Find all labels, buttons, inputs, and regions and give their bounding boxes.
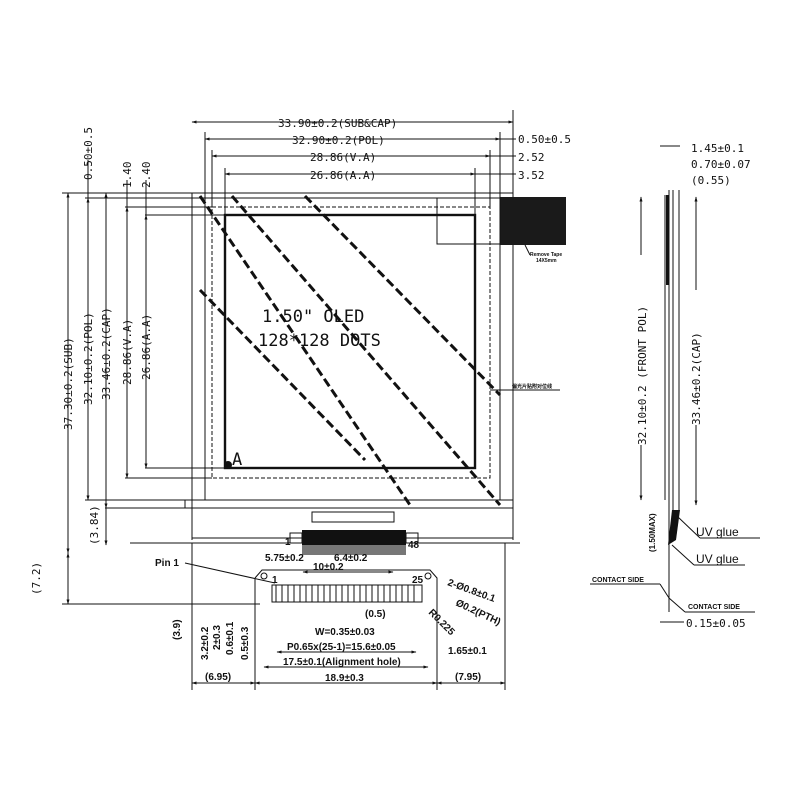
dim-top-right-va: 2.52 bbox=[518, 151, 545, 164]
dim-sub-cap-width: 33.90±0.2(SUB&CAP) bbox=[278, 117, 397, 130]
remove-tape bbox=[500, 197, 566, 245]
display-title: 1.50" OLED bbox=[262, 307, 364, 327]
side-view: 1.45±0.1 0.70±0.07 (0.55) 32.10±0.2 (FRO… bbox=[590, 142, 760, 630]
dim-left-offset: (6.95) bbox=[205, 672, 231, 683]
dim-alignment: 17.5±0.1(Alignment hole) bbox=[283, 657, 401, 668]
dim-radius: R0.225 bbox=[426, 607, 457, 638]
dim-aa-width: 26.86(A.A) bbox=[310, 169, 376, 182]
side-dim-fpc-thickness: 0.15±0.05 bbox=[686, 617, 746, 630]
dim-pol-width: 32.90±0.2(POL) bbox=[292, 134, 385, 147]
display-resolution: 128*128 DOTS bbox=[258, 331, 381, 351]
dim-pol-height: 32.10±0.2(POL) bbox=[82, 312, 95, 405]
dim-575: 5.75±0.2 bbox=[265, 553, 304, 564]
dim-cap-height: 33.46±0.2(CAP) bbox=[100, 307, 113, 400]
contact-side-label-2: CONTACT SIDE bbox=[688, 604, 740, 611]
dim-holes: 2-Ø0.8±0.1 bbox=[446, 577, 497, 605]
corner-a-label: A bbox=[232, 450, 242, 470]
dim-v2: 2±0.3 bbox=[212, 625, 223, 650]
dim-left-top-offset: 0.50±0.5 bbox=[82, 127, 95, 180]
aa-outline bbox=[223, 213, 477, 470]
cap-outline bbox=[184, 499, 514, 509]
diagonal-line bbox=[303, 194, 502, 397]
uv-glue-label-2: UV glue bbox=[696, 552, 739, 566]
side-dim-cap: 33.46±0.2(CAP) bbox=[690, 332, 703, 425]
front-view: A 1.50" OLED 128*128 DOTS Remove Tape 14… bbox=[30, 110, 571, 640]
dim-fpc-length: (7.2) bbox=[30, 562, 43, 595]
dim-total-width: 18.9±0.3 bbox=[325, 673, 364, 684]
dim-left-aa-offset: 2.40 bbox=[140, 162, 153, 189]
dim-fpc-pad: (3.9) bbox=[172, 619, 183, 640]
pin1-label: Pin 1 bbox=[155, 558, 179, 569]
fpc-hatched bbox=[302, 545, 406, 555]
fpc-pad-row bbox=[271, 584, 423, 603]
side-dim-max: (1.50MAX) bbox=[648, 513, 657, 552]
dim-pad-width: W=0.35±0.03 bbox=[315, 627, 375, 638]
dim-half: (0.5) bbox=[365, 609, 386, 620]
dim-10: 10±0.2 bbox=[313, 562, 344, 573]
fpc-pin-first: 1 bbox=[285, 537, 291, 548]
fpc-pad-first: 1 bbox=[272, 575, 278, 586]
fpc-pin-last: 48 bbox=[408, 540, 420, 551]
side-dim-glass: 0.70±0.07 bbox=[691, 158, 751, 171]
dim-v06: 0.6±0.1 bbox=[225, 621, 236, 655]
va-outline bbox=[211, 206, 491, 479]
dim-sub-height: 37.30±0.2(SUB) bbox=[62, 337, 75, 430]
dim-va-height: 28.86(V.A) bbox=[121, 319, 134, 385]
dim-v05: 0.5±0.3 bbox=[240, 626, 251, 660]
side-dim-pol: (0.55) bbox=[691, 174, 731, 187]
pol-alignment-note: 偏光片贴附对位线 bbox=[512, 383, 552, 390]
diagonal-line bbox=[198, 195, 412, 506]
side-dim-total: 1.45±0.1 bbox=[691, 142, 744, 155]
dim-pth: Ø0.2(PTH) bbox=[454, 598, 502, 628]
fpc-view: 1 48 1 25 Pin 1 5.75±0.2 6.4±0.2 10±0.2 … bbox=[155, 511, 506, 690]
diagonal-line bbox=[230, 195, 502, 506]
dim-v32: 3.2±0.2 bbox=[200, 626, 211, 660]
side-dim-front-pol: 32.10±0.2 (FRONT POL) bbox=[636, 306, 649, 445]
dim-165: 1.65±0.1 bbox=[448, 646, 487, 657]
dim-va-width: 28.86(V.A) bbox=[310, 151, 376, 164]
diagonal-line bbox=[198, 288, 367, 462]
fpc-connector bbox=[302, 530, 406, 545]
dim-right-offset: (7.95) bbox=[455, 672, 481, 683]
dim-top-right-aa: 3.52 bbox=[518, 169, 545, 182]
dim-64: 6.4±0.2 bbox=[334, 553, 368, 564]
dim-aa-height: 26.86(A.A) bbox=[140, 314, 153, 380]
dim-pitch: P0.65x(25-1)=15.6±0.05 bbox=[287, 642, 396, 653]
remove-tape-size: 14X5mm bbox=[536, 258, 557, 264]
fpc-pad-last: 25 bbox=[412, 575, 424, 586]
dim-cap-bottom: (3.84) bbox=[88, 505, 101, 545]
dim-left-va-offset: 1.40 bbox=[121, 162, 134, 189]
contact-side-label-1: CONTACT SIDE bbox=[592, 577, 644, 584]
corner-a-dot bbox=[224, 461, 232, 469]
uv-glue-label-1: UV glue bbox=[696, 525, 739, 539]
remove-tape-label: Remove Tape bbox=[530, 252, 562, 258]
dim-top-right-offset: 0.50±0.5 bbox=[518, 133, 571, 146]
